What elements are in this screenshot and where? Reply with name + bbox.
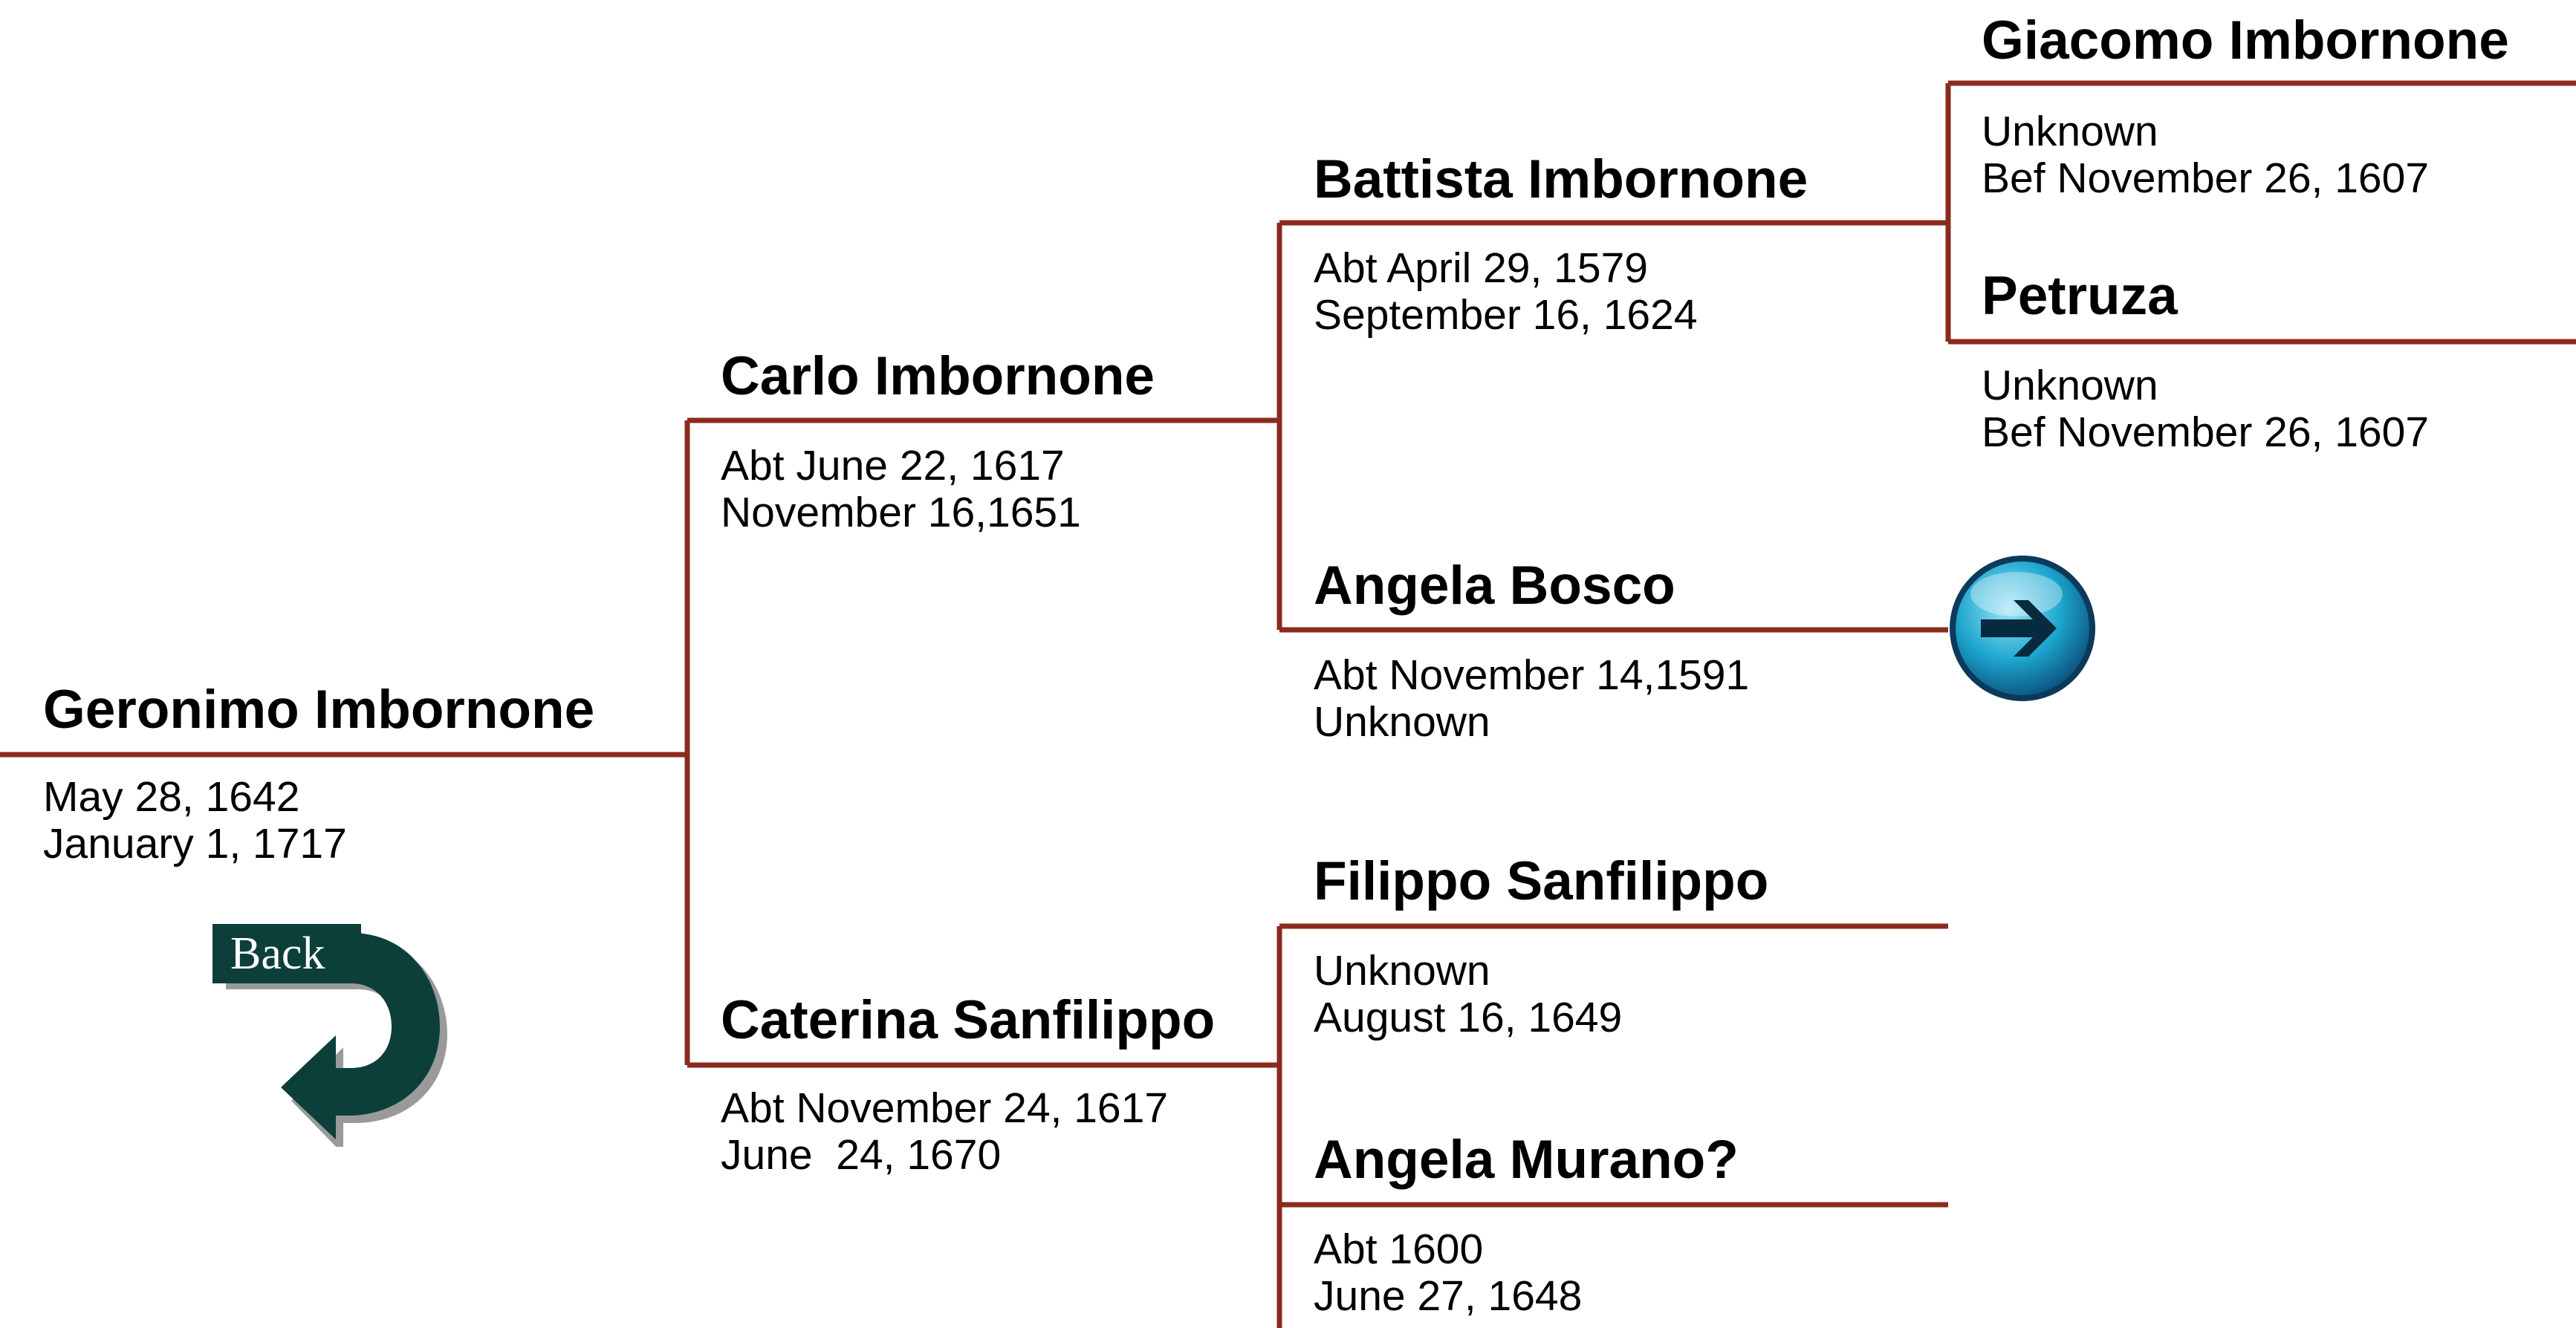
birth-date: Unknown (1982, 362, 2158, 409)
back-label: Back (230, 928, 325, 979)
back-button[interactable]: Back (210, 915, 455, 1154)
birth-date: Unknown (1314, 947, 1490, 995)
person-name: Geronimo Imbornone (43, 680, 595, 740)
death-date: September 16, 1624 (1314, 291, 1698, 339)
right-arrow-icon (1950, 556, 2095, 701)
birth-date: Abt April 29, 1579 (1314, 244, 1648, 292)
person-name: Filippo Sanfilippo (1314, 851, 1769, 911)
back-arrow-icon: Back (212, 924, 447, 1154)
birth-date: Abt November 14,1591 (1314, 651, 1750, 699)
death-date: June 27, 1648 (1314, 1272, 1583, 1320)
person-dates: Abt June 22, 1617 November 16,1651 (721, 443, 1081, 536)
person-name: Petruza (1982, 266, 2178, 326)
person-name: Caterina Sanfilippo (721, 990, 1216, 1050)
person-dates: Abt 1600 June 27, 1648 (1314, 1226, 1582, 1320)
person-dates: Abt November 14,1591 Unknown (1314, 652, 1749, 746)
person-dates: May 28, 1642 January 1, 1717 (43, 774, 347, 868)
person-dates: Abt November 24, 1617 June 24, 1670 (721, 1085, 1168, 1179)
death-date: August 16, 1649 (1314, 994, 1623, 1041)
person-dates: Unknown Bef November 26, 1607 (1982, 108, 2429, 202)
person-dates: Abt April 29, 1579 September 16, 1624 (1314, 245, 1698, 339)
person-dates: Unknown August 16, 1649 (1314, 948, 1622, 1041)
person-name: Giacomo Imbornone (1982, 10, 2509, 71)
birth-date: Abt 1600 (1314, 1226, 1484, 1273)
birth-date: Abt June 22, 1617 (721, 442, 1065, 489)
death-date: Unknown (1314, 698, 1490, 746)
death-date: Bef November 26, 1607 (1982, 409, 2430, 456)
birth-date: Abt November 24, 1617 (721, 1084, 1169, 1132)
person-name: Battista Imbornone (1314, 149, 1808, 209)
birth-date: Unknown (1982, 108, 2158, 155)
death-date: January 1, 1717 (43, 820, 347, 868)
death-date: Bef November 26, 1607 (1982, 154, 2430, 202)
person-name: Carlo Imbornone (721, 346, 1155, 406)
next-generation-button[interactable] (1945, 551, 2100, 706)
person-name: Angela Bosco (1314, 556, 1675, 616)
birth-date: May 28, 1642 (43, 773, 300, 821)
death-date: June 24, 1670 (721, 1131, 1002, 1179)
person-name: Angela Murano? (1314, 1130, 1739, 1190)
person-dates: Unknown Bef November 26, 1607 (1982, 362, 2429, 456)
death-date: November 16,1651 (721, 489, 1081, 536)
